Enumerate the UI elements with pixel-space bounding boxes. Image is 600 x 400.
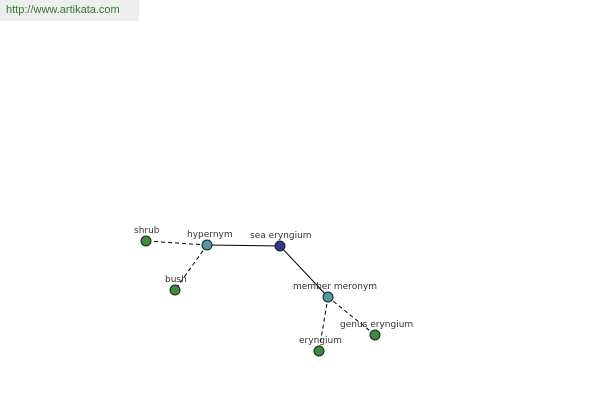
edges-layer: [145, 240, 376, 352]
node-bush[interactable]: [169, 284, 181, 296]
edge-member-meronym-to-eryngium: [318, 296, 329, 352]
node-label-bush[interactable]: bush: [165, 275, 187, 285]
node-label-eryngium[interactable]: eryngium: [299, 336, 342, 346]
edge-member-meronym-to-genus-eryngium: [327, 296, 376, 336]
node-label-genus-eryngium[interactable]: genus eryngium: [340, 320, 413, 330]
node-member-meronym[interactable]: [322, 291, 334, 303]
edge-sea-eryngium-to-member-meronym: [279, 245, 329, 298]
node-sea-eryngium[interactable]: [274, 240, 286, 252]
edge-sea-eryngium-to-hypernym: [206, 244, 281, 247]
nodes-layer: [140, 235, 381, 357]
node-genus-eryngium[interactable]: [369, 329, 381, 341]
node-eryngium[interactable]: [313, 345, 325, 357]
edge-hypernym-to-shrub: [145, 240, 208, 246]
node-label-shrub[interactable]: shrub: [134, 226, 160, 236]
site-url-link[interactable]: http://www.artikata.com: [0, 0, 139, 21]
node-label-sea-eryngium[interactable]: sea eryngium: [250, 231, 312, 241]
node-shrub[interactable]: [140, 235, 152, 247]
node-label-hypernym[interactable]: hypernym: [187, 230, 233, 240]
edge-hypernym-to-bush: [174, 244, 208, 291]
node-label-member-meronym[interactable]: member meronym: [293, 282, 377, 292]
node-hypernym[interactable]: [201, 239, 213, 251]
labels-layer: sea eryngium hypernym member meronym shrub b…: [134, 226, 413, 346]
